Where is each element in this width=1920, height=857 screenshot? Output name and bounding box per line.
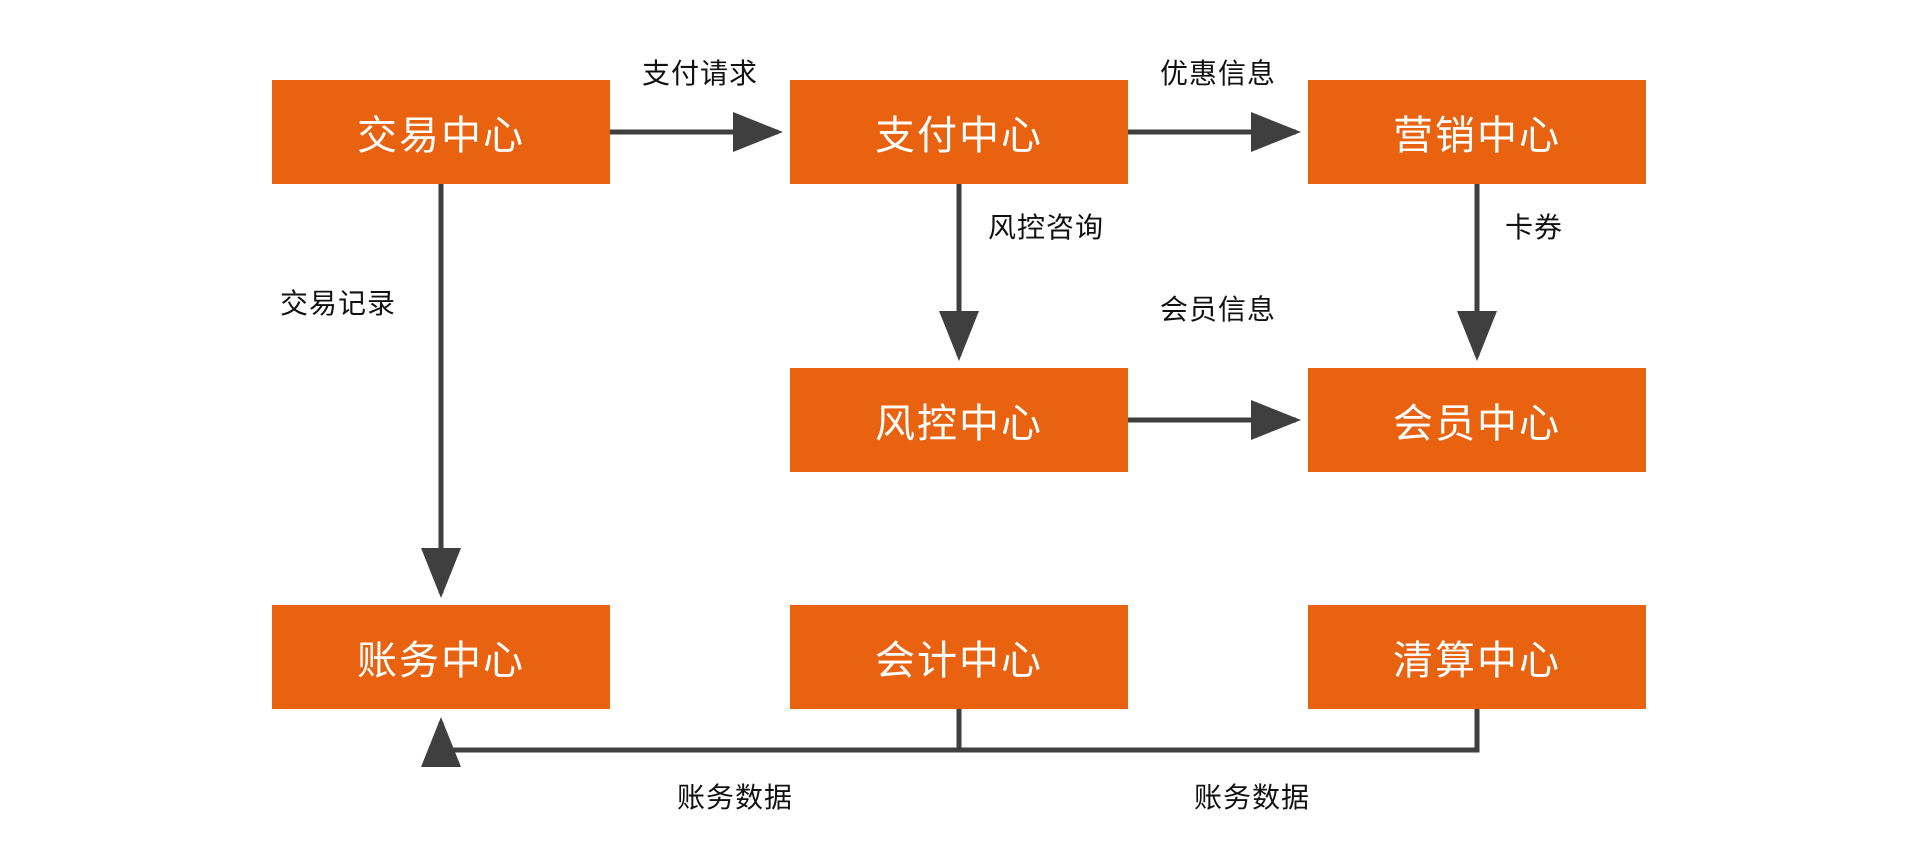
node-member[interactable]: 会员中心 (1308, 368, 1646, 472)
edge-label-payment-request: 支付请求 (641, 58, 759, 89)
node-settlement-label: 清算中心 (1393, 639, 1561, 683)
edge-accounting-to-account (421, 709, 962, 767)
edge-label-account-data-right: 账务数据 (1193, 782, 1311, 813)
node-account-label: 账务中心 (357, 639, 525, 683)
edge-label-trade-record: 交易记录 (280, 288, 397, 319)
edge-settlement-to-account (959, 709, 1480, 753)
edge-label-promotion-info: 优惠信息 (1159, 58, 1277, 89)
node-trade[interactable]: 交易中心 (272, 80, 610, 184)
node-marketing[interactable]: 营销中心 (1308, 80, 1646, 184)
node-member-label: 会员中心 (1393, 402, 1561, 446)
node-trade-label: 交易中心 (357, 114, 525, 158)
node-accounting[interactable]: 会计中心 (790, 605, 1128, 709)
edge-label-member-info: 会员信息 (1159, 294, 1277, 325)
node-accounting-label: 会计中心 (875, 639, 1043, 683)
node-marketing-label: 营销中心 (1393, 114, 1561, 158)
node-account[interactable]: 账务中心 (272, 605, 610, 709)
edge-label-account-data-left: 账务数据 (676, 782, 794, 813)
node-payment[interactable]: 支付中心 (790, 80, 1128, 184)
edge-label-risk-consult: 风控咨询 (988, 212, 1105, 243)
node-risk-control[interactable]: 风控中心 (790, 368, 1128, 472)
node-settlement[interactable]: 清算中心 (1308, 605, 1646, 709)
edge-label-coupon: 卡券 (1505, 212, 1564, 243)
node-payment-label: 支付中心 (875, 114, 1043, 158)
node-risk-control-label: 风控中心 (875, 402, 1043, 446)
